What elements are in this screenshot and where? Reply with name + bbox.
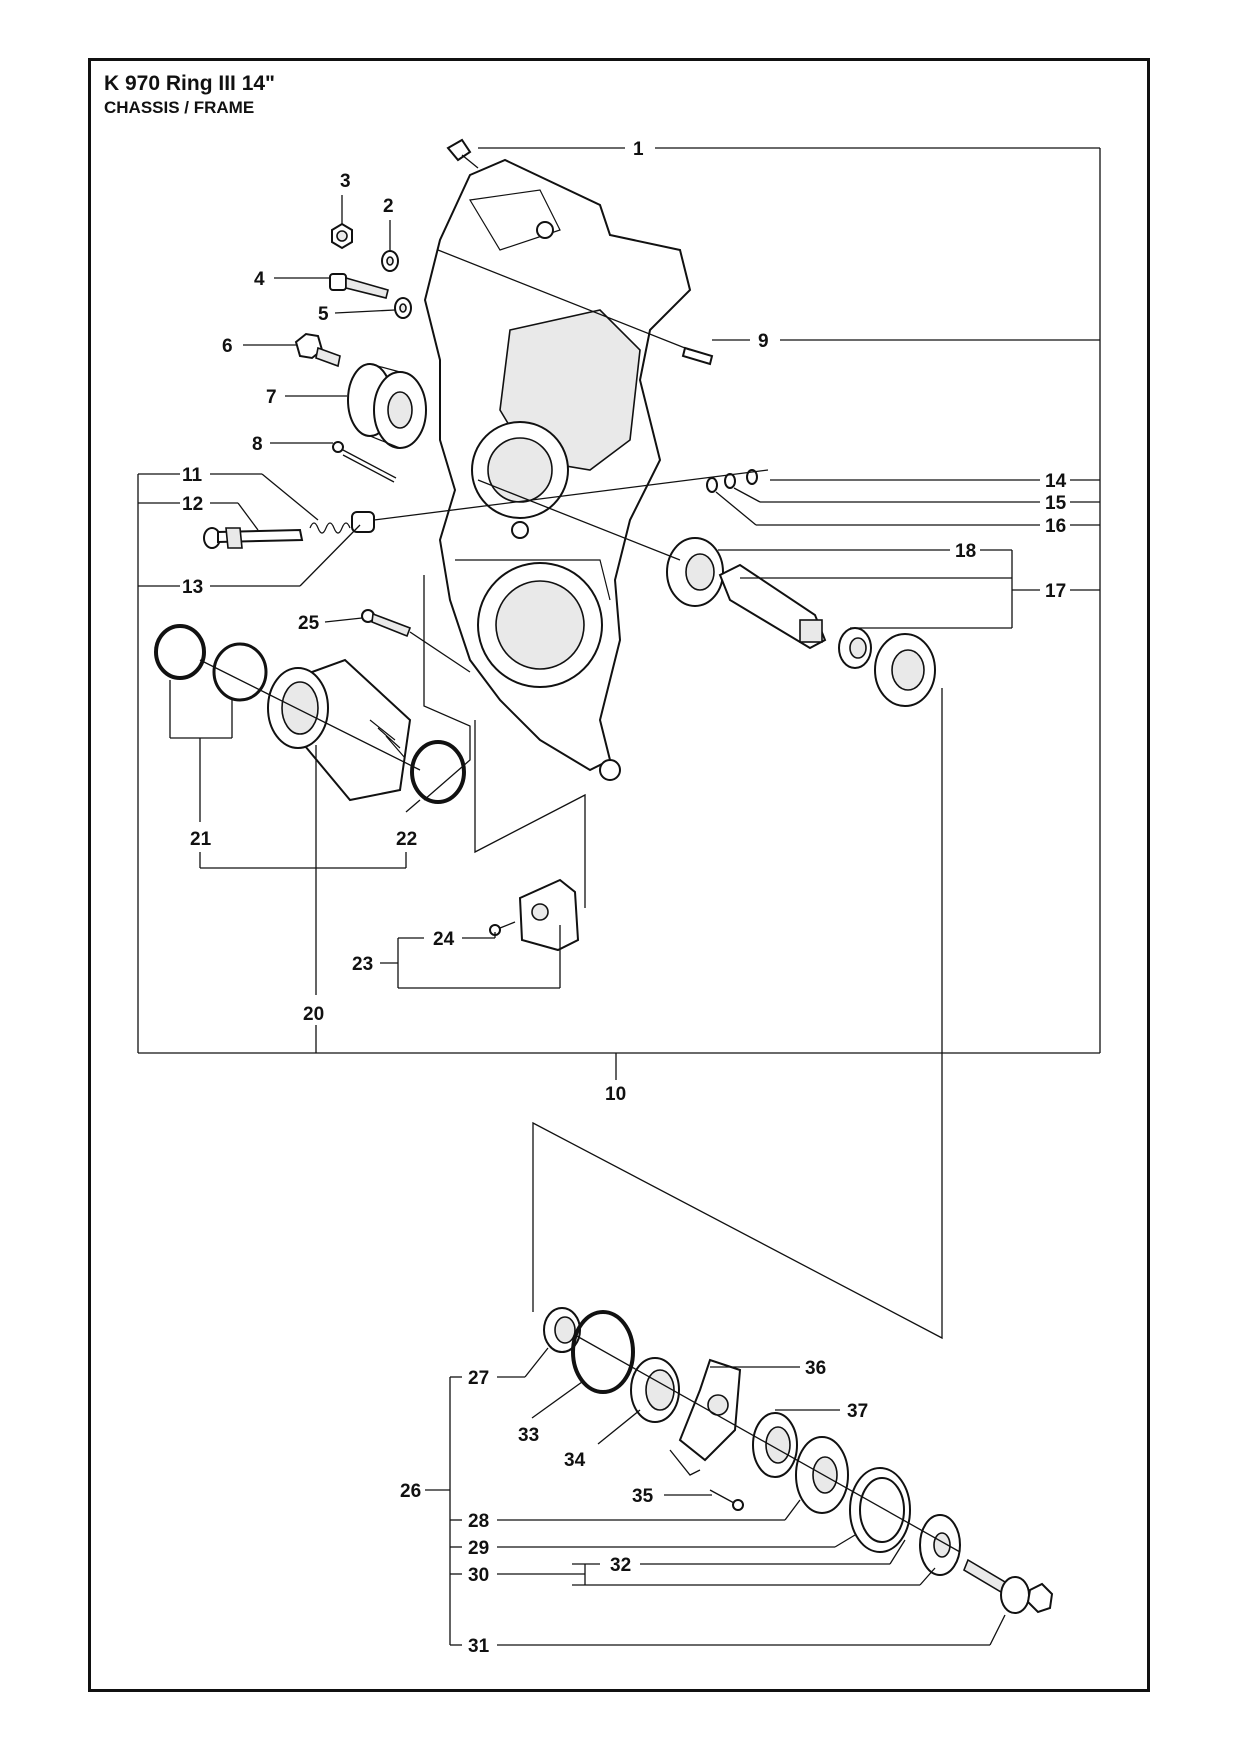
screw-4 [329,273,389,299]
callout-17: 17 [1045,581,1066,602]
callout-21: 21 [190,829,212,850]
callout-31: 31 [468,1636,490,1657]
bolt-25 [361,609,412,638]
washer-small [394,297,412,319]
washer-29 [849,1467,911,1553]
drawing-frame [88,58,1150,1692]
callout-8: 8 [252,434,263,455]
frame-casting [423,158,692,781]
pin-9 [681,346,714,366]
spring [309,522,351,534]
bolt-31 [963,1558,1054,1614]
bearing [874,633,936,707]
callout-37: 37 [847,1401,868,1422]
nut [331,222,353,250]
bracket-36 [678,1358,742,1462]
callout-30: 30 [468,1565,489,1586]
bearing-seal [666,537,724,607]
section-title: CHASSIS / FRAME [104,98,255,117]
callout-18: 18 [955,541,976,562]
callout-28: 28 [468,1511,489,1532]
callout-32: 32 [610,1555,631,1576]
spacer-sleeve [838,627,872,669]
leader-lines [137,147,1101,1646]
pulley [347,363,427,449]
callout-27: 27 [468,1368,489,1389]
callout-25: 25 [298,613,320,634]
callout-35: 35 [632,1486,654,1507]
small-screw-24 [489,921,516,936]
callout-3: 3 [340,171,351,192]
shaft [718,563,827,650]
callout-7: 7 [266,387,277,408]
callout-9: 9 [758,331,769,352]
grease-nipple [446,138,479,169]
long-bolt [332,441,397,483]
flange-28 [795,1436,849,1514]
callout-labels: 1 2 3 4 5 6 7 8 9 10 11 12 13 14 15 16 1… [182,139,1067,1657]
callout-10: 10 [605,1084,626,1105]
callout-23: 23 [352,954,373,975]
callout-5: 5 [318,304,329,325]
model-title: K 970 Ring III 14" [104,72,276,95]
callout-29: 29 [468,1538,489,1559]
callout-1: 1 [633,139,644,160]
washer [381,250,399,272]
guide-bolt [203,527,304,549]
callout-16: 16 [1045,516,1066,537]
callout-2: 2 [383,196,394,217]
flange-screw [294,332,341,368]
cover-plate [518,878,580,952]
cylinder-housing [267,658,412,802]
seal-ring-21b [212,642,268,702]
callout-36: 36 [805,1358,826,1379]
callout-24: 24 [433,929,455,950]
circlip-21a [154,624,206,680]
callout-13: 13 [182,577,203,598]
callout-20: 20 [303,1004,324,1025]
flange-30 [919,1514,961,1576]
spacer-27 [543,1307,581,1353]
callout-4: 4 [254,269,265,290]
screw-35 [709,1489,744,1511]
o-ring-22 [410,740,466,804]
callout-6: 6 [222,336,233,357]
callout-11: 11 [182,465,203,486]
o-ring-33 [571,1310,635,1394]
callout-22: 22 [396,829,417,850]
callout-33: 33 [518,1425,539,1446]
callout-12: 12 [182,494,203,515]
callout-26: 26 [400,1481,421,1502]
callout-14: 14 [1045,471,1067,492]
o-rings-small [706,469,758,493]
bearing-37 [752,1412,798,1478]
callout-34: 34 [564,1450,586,1471]
callout-15: 15 [1045,493,1067,514]
